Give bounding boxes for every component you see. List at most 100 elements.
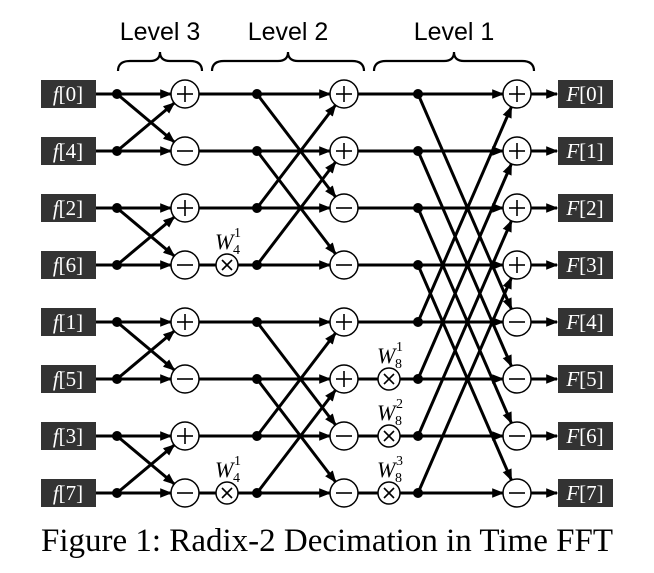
input-label: f[6] [53,253,83,277]
split-dot [112,431,122,441]
split-dot [112,317,122,327]
split-dot [252,146,262,156]
input-label-box [41,251,96,279]
output-label-box [558,80,613,108]
split-dot [413,431,423,441]
figure-caption: Figure 1: Radix-2 Decimation in Time FFT [40,523,613,559]
split-dot [252,89,262,99]
split-dot [112,374,122,384]
signal-edge [116,101,176,153]
signal-edge [255,104,337,209]
level-brace [116,51,204,72]
signal-edge [255,93,337,198]
signal-edge [255,161,337,266]
twiddle-factor-superscript: 2 [396,397,403,412]
signal-edge [416,219,513,437]
signal-edge [116,206,176,258]
split-dot [252,431,262,441]
level-label: Level 3 [120,18,201,46]
level-label: Level 2 [248,18,329,46]
output-label-box [558,479,613,507]
output-label: F[2] [565,196,603,220]
signal-edge [416,162,513,380]
twiddle-factor-base: W [215,457,235,482]
split-dot [252,203,262,213]
input-label: f[3] [53,424,83,448]
input-label-box [41,365,96,393]
twiddle-factor-base: W [377,457,397,482]
level-brace [372,51,536,72]
input-label-box [41,194,96,222]
input-label-box [41,479,96,507]
signal-edge [116,320,176,372]
split-dot [112,146,122,156]
times-sign [383,430,395,442]
signal-edge [116,215,176,267]
twiddle-factor-base: W [215,229,235,254]
split-dot [112,89,122,99]
twiddle-factor-base: W [377,343,397,368]
signal-edge [416,150,513,368]
level-label: Level 1 [414,18,495,46]
input-label: f[5] [53,367,83,391]
input-label: f[2] [53,196,83,220]
times-sign [221,487,233,499]
signal-edge [116,329,176,381]
output-label: F[5] [565,367,603,391]
signal-edge [255,332,337,437]
split-dot [413,89,423,99]
output-label-box [558,251,613,279]
times-sign [221,259,233,271]
signal-edge [416,276,513,494]
signal-edge [116,443,176,495]
output-label-box [558,137,613,165]
signal-edge [255,389,337,494]
split-dot [413,203,423,213]
split-dot [112,260,122,270]
split-dot [413,260,423,270]
input-label-box [41,137,96,165]
signal-edge [416,207,513,425]
output-label-box [558,308,613,336]
twiddle-factor-subscript: 4 [233,471,240,486]
signal-edge [116,434,176,486]
output-label: F[1] [565,139,603,163]
twiddle-factor-superscript: 1 [234,454,241,469]
times-sign [383,373,395,385]
signal-edge [255,378,337,483]
output-label-box [558,365,613,393]
output-label-box [558,422,613,450]
twiddle-factor-subscript: 8 [395,414,402,429]
input-label: f[7] [53,481,83,505]
input-label: f[0] [53,82,83,106]
times-sign [383,487,395,499]
output-label: F[6] [565,424,603,448]
twiddle-factor-base: W [377,400,397,425]
split-dot [252,260,262,270]
signal-edge [255,150,337,255]
twiddle-factor-subscript: 8 [395,357,402,372]
input-label: f[4] [53,139,83,163]
output-label: F[7] [565,481,603,505]
split-dot [112,203,122,213]
split-dot [252,488,262,498]
input-label-box [41,80,96,108]
fft-butterfly-diagram: f[0]f[4]f[2]f[6]f[1]f[5]f[3]f[7]F[0]F[1]… [41,18,613,508]
input-label-box [41,308,96,336]
level-brace [210,51,366,72]
split-dot [413,146,423,156]
twiddle-factor-superscript: 1 [234,226,241,241]
output-label: F[4] [565,310,603,334]
output-label: F[0] [565,82,603,106]
split-dot [413,488,423,498]
input-label-box [41,422,96,450]
signal-edge [255,321,337,426]
signal-edge [416,264,513,482]
twiddle-factor-superscript: 3 [396,454,403,469]
twiddle-factor-subscript: 4 [233,243,240,258]
signal-edge [416,105,513,323]
split-dot [112,488,122,498]
output-label-box [558,194,613,222]
split-dot [413,317,423,327]
twiddle-factor-subscript: 8 [395,471,402,486]
